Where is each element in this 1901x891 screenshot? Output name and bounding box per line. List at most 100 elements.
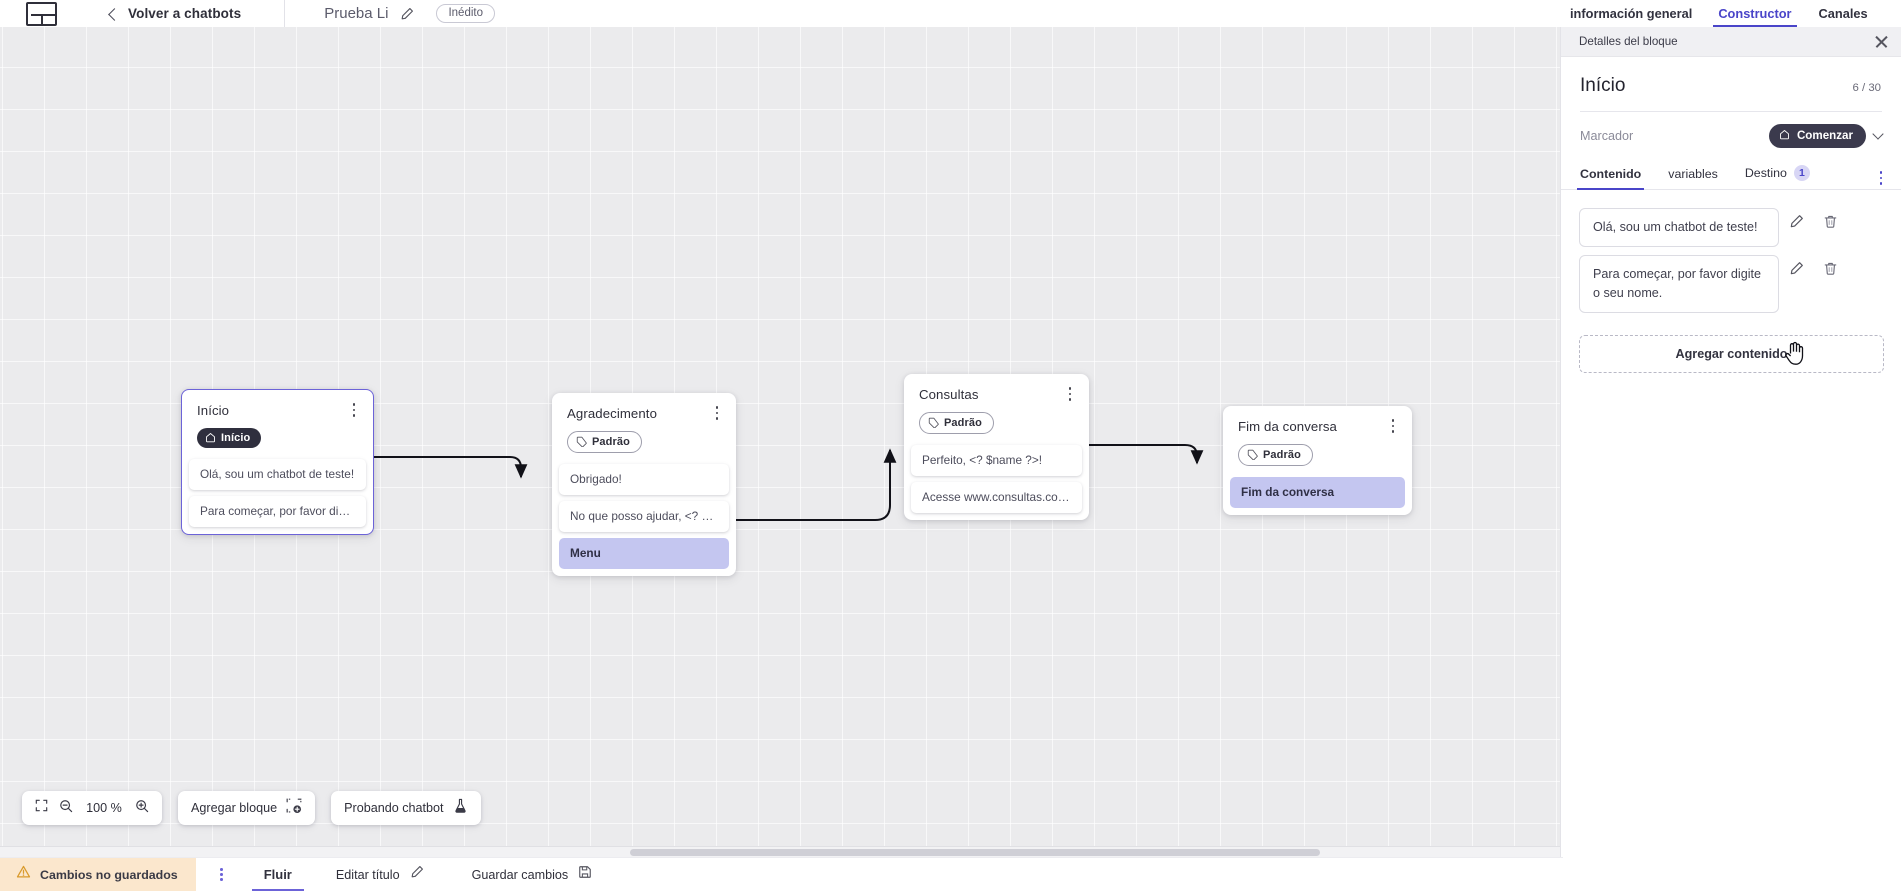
canvas-horizontal-scrollbar[interactable] xyxy=(0,846,1563,857)
tab-informacion-general[interactable]: información general xyxy=(1570,6,1693,21)
trash-icon[interactable] xyxy=(1813,261,1847,276)
chevron-left-icon xyxy=(108,7,121,21)
node-title: Fim da conversa xyxy=(1238,419,1337,434)
node-tag-label: Padrão xyxy=(592,435,630,448)
node-header: Agradecimento xyxy=(552,393,736,421)
content-item: Para começar, por favor digite o seu nom… xyxy=(1579,255,1884,313)
content-item-actions xyxy=(1779,255,1847,276)
node-title: Início xyxy=(197,403,230,418)
home-icon xyxy=(205,432,216,443)
node-message[interactable]: Acesse www.consultas.com par... xyxy=(911,481,1082,513)
trash-icon[interactable] xyxy=(1813,214,1847,229)
node-kebab-menu[interactable] xyxy=(1063,386,1077,402)
flow-node-agradecimento[interactable]: Agradecimento Padrão Obrigado! No que po… xyxy=(552,393,736,576)
node-message-accent[interactable]: Menu xyxy=(559,537,729,569)
canvas-toolbar: 100 % Agregar bloque Probando chatbot xyxy=(22,791,481,825)
content-item: Olá, sou um chatbot de teste! xyxy=(1579,208,1884,248)
edit-title-label: Editar título xyxy=(335,867,400,882)
node-header: Início xyxy=(182,390,373,418)
node-kebab-menu[interactable] xyxy=(347,402,361,418)
node-message[interactable]: Olá, sou um chatbot de teste! xyxy=(189,459,366,490)
panel-header-title: Detalles del bloque xyxy=(1579,35,1678,48)
tab-destino-label: Destino xyxy=(1744,166,1787,180)
app-logo[interactable] xyxy=(24,0,58,27)
chevron-down-icon[interactable] xyxy=(1872,128,1884,140)
fit-screen-icon[interactable] xyxy=(35,799,48,817)
node-message[interactable]: Perfeito, <? $name ?>! xyxy=(911,444,1082,476)
panel-block-title: Início xyxy=(1580,75,1626,96)
node-message[interactable]: Para começar, por favor digite o ... xyxy=(189,496,366,527)
test-chatbot-button[interactable]: Probando chatbot xyxy=(331,791,481,825)
content-text[interactable]: Para começar, por favor digite o seu nom… xyxy=(1579,255,1779,313)
marcador-label: Marcador xyxy=(1580,129,1634,143)
marcador-value-pill[interactable]: Comenzar xyxy=(1768,124,1866,148)
tab-contenido[interactable]: Contenido xyxy=(1576,167,1645,191)
node-kebab-menu[interactable] xyxy=(1386,418,1400,434)
add-block-button[interactable]: Agregar bloque xyxy=(178,791,316,825)
back-to-chatbots-link[interactable]: Volver a chatbots xyxy=(108,6,241,21)
zoom-in-icon[interactable] xyxy=(135,799,149,818)
unsaved-changes-banner: Cambios no guardados xyxy=(0,857,196,891)
node-kebab-menu[interactable] xyxy=(710,405,724,421)
flow-node-fim-da-conversa[interactable]: Fim da conversa Padrão Fim da conversa xyxy=(1223,406,1412,515)
header-divider xyxy=(284,0,286,27)
edit-title-pencil-icon[interactable] xyxy=(400,7,414,21)
node-tag-label: Início xyxy=(221,431,251,444)
node-header: Fim da conversa xyxy=(1223,406,1412,434)
add-block-icon xyxy=(286,798,302,819)
tab-contenido-label: Contenido xyxy=(1580,167,1642,181)
panel-counter: 6 / 30 xyxy=(1852,82,1882,94)
panel-tabs: Contenido variables Destino 1 xyxy=(1561,165,1901,191)
bot-title: Prueba Li xyxy=(324,5,389,22)
node-tag-label: Padrão xyxy=(944,416,982,429)
content-text[interactable]: Olá, sou um chatbot de teste! xyxy=(1579,208,1779,248)
panel-divider xyxy=(1580,111,1882,112)
save-changes-button[interactable]: Guardar cambios xyxy=(472,865,593,884)
tag-icon xyxy=(576,436,587,447)
tag-icon xyxy=(1247,449,1258,460)
tag-icon xyxy=(928,417,939,428)
flow-node-inicio[interactable]: Início Início Olá, sou um chatbot de tes… xyxy=(181,389,374,535)
pencil-icon[interactable] xyxy=(1779,214,1813,229)
tab-variables-label: variables xyxy=(1668,167,1718,181)
zoom-level: 100 % xyxy=(86,801,122,815)
close-icon[interactable] xyxy=(1874,34,1889,49)
marcador-row: Marcador Comenzar xyxy=(1561,112,1901,148)
flow-node-consultas[interactable]: Consultas Padrão Perfeito, <? $name ?>! … xyxy=(904,374,1089,520)
edit-title-button[interactable]: Editar título xyxy=(336,865,424,884)
node-messages: Fim da conversa xyxy=(1223,476,1412,508)
node-messages: Perfeito, <? $name ?>! Acesse www.consul… xyxy=(904,444,1089,513)
node-message-accent[interactable]: Fim da conversa xyxy=(1230,476,1405,508)
flask-icon xyxy=(453,798,468,819)
tab-destino[interactable]: Destino 1 xyxy=(1745,165,1810,189)
block-details-panel: Detalles del bloque Início 6 / 30 Marcad… xyxy=(1560,27,1901,891)
node-tag-padrao[interactable]: Padrão xyxy=(567,431,642,453)
pencil-icon xyxy=(410,865,424,884)
statusbar-kebab-menu[interactable] xyxy=(214,858,230,891)
pencil-icon[interactable] xyxy=(1779,261,1813,276)
home-icon xyxy=(1779,129,1790,143)
scrollbar-thumb[interactable] xyxy=(630,849,1320,856)
save-changes-label: Guardar cambios xyxy=(471,867,569,882)
flow-edges xyxy=(374,444,1204,521)
node-tag-padrao[interactable]: Padrão xyxy=(919,412,994,434)
node-title: Agradecimento xyxy=(567,406,657,421)
test-chatbot-label: Probando chatbot xyxy=(344,801,444,815)
flow-canvas[interactable]: Início Início Olá, sou um chatbot de tes… xyxy=(0,27,1563,857)
node-message[interactable]: Obrigado! xyxy=(559,463,729,495)
add-content-button[interactable]: Agregar contenido xyxy=(1579,334,1884,373)
node-messages: Olá, sou um chatbot de teste! Para começ… xyxy=(182,459,373,527)
node-messages: Obrigado! No que posso ajudar, <? $name … xyxy=(552,463,736,569)
node-tag-inicio[interactable]: Início xyxy=(197,428,262,448)
node-tag-padrao[interactable]: Padrão xyxy=(1238,444,1313,466)
node-message[interactable]: No que posso ajudar, <? $name ... xyxy=(559,500,729,532)
tab-canales[interactable]: Canales xyxy=(1818,6,1868,21)
tab-constructor[interactable]: Constructor xyxy=(1713,6,1797,27)
node-header: Consultas xyxy=(904,374,1089,402)
panel-tabs-kebab-menu[interactable] xyxy=(1873,167,1889,189)
zoom-out-icon[interactable] xyxy=(59,799,73,818)
add-block-label: Agregar bloque xyxy=(191,801,278,815)
tab-variables[interactable]: variables xyxy=(1668,167,1718,189)
tab-fluir[interactable]: Fluir xyxy=(251,858,305,891)
